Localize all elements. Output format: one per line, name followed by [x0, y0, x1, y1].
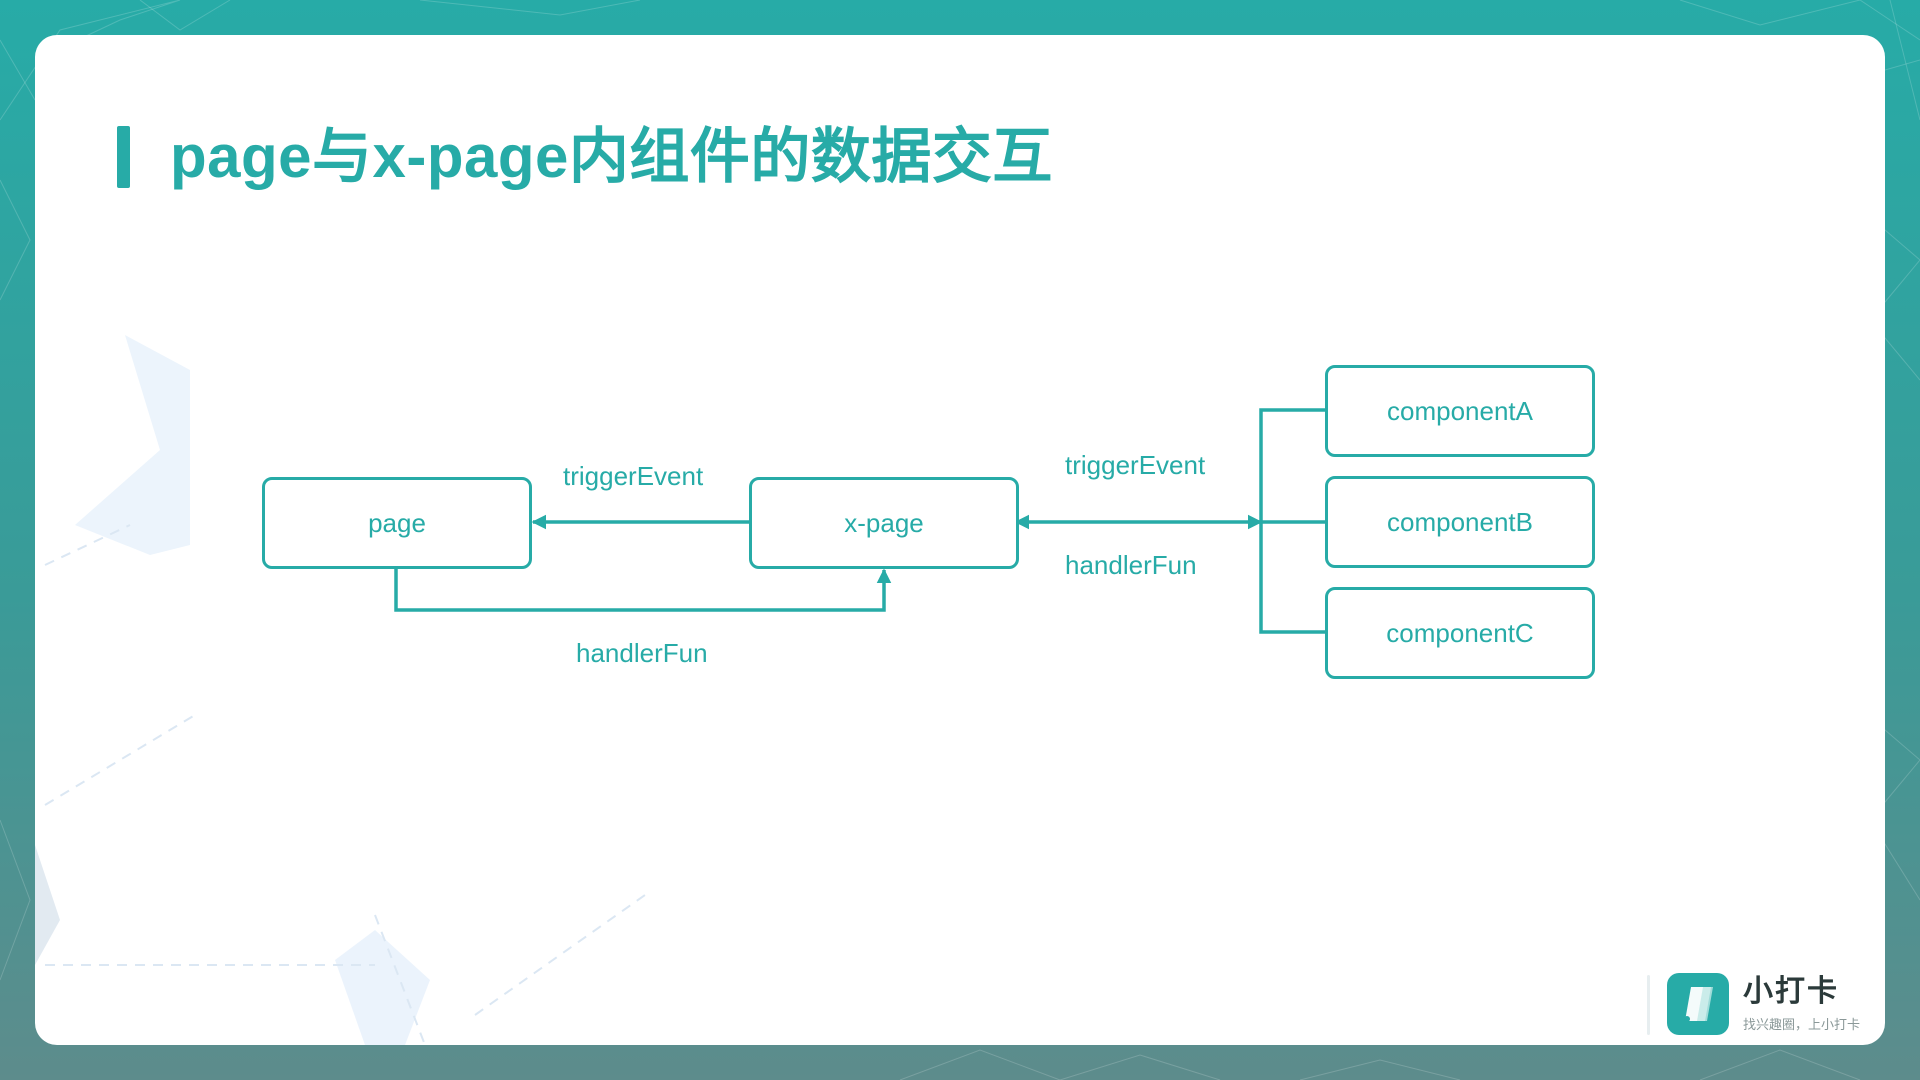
page-title: page与x-page内组件的数据交互 — [170, 123, 1053, 190]
label-components-handler-fun: handlerFun — [1065, 550, 1197, 580]
label-page-handler-fun: handlerFun — [576, 638, 708, 668]
node-componentB: componentB — [1325, 476, 1595, 568]
card-logo-icon — [1667, 973, 1729, 1035]
node-page: page — [262, 477, 532, 569]
slide-card: page与x-page内组件的数据交互 page x-page componen… — [35, 35, 1885, 1045]
decorative-polygons — [35, 335, 646, 1045]
diagram-connectors — [394, 408, 1325, 634]
brand-divider — [1647, 975, 1650, 1035]
brand-name: 小打卡 — [1743, 975, 1839, 1008]
label-components-trigger-event: triggerEvent — [1065, 450, 1206, 480]
label-page-trigger-event: triggerEvent — [563, 461, 704, 491]
node-x-page: x-page — [749, 477, 1019, 569]
edge-page-to-xpage — [394, 567, 892, 612]
brand-footer: 小打卡 找兴趣圈，上小打卡 — [1647, 965, 1877, 1045]
node-componentC: componentC — [1325, 587, 1595, 679]
node-componentA: componentA — [1325, 365, 1595, 457]
brand-tagline: 找兴趣圈，上小打卡 — [1743, 1017, 1861, 1032]
title-accent-bar — [117, 126, 130, 188]
